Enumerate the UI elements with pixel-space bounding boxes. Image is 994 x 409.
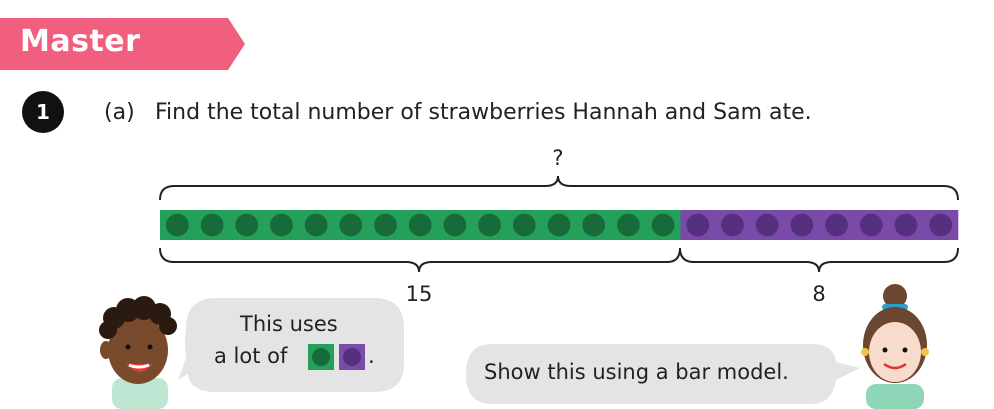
girl-character [861,284,929,409]
left-bubble-line2: a lot of [214,344,288,368]
right-speech-bubble: Show this using a bar model. [462,340,862,408]
purple-brace [679,247,959,273]
question-number: 1 [22,91,64,133]
purple-count-label: 8 [812,282,826,306]
question-text: Find the total number of strawberries Ha… [155,100,812,125]
green-cube-dot [651,213,675,237]
left-bubble-line1: This uses [240,312,338,336]
green-cube-dot [304,213,328,237]
banner-label: Master [20,24,141,59]
cube-row [160,210,959,240]
banner-shape [0,18,245,70]
green-cube-dot [512,213,536,237]
question-part: (a) [104,100,135,125]
green-cube-dot [582,213,606,237]
total-brace [159,175,959,201]
green-cube-dot [408,213,432,237]
purple-cube-dot [825,213,848,237]
purple-cube-icon [339,344,365,370]
green-cube-dot [200,213,224,237]
green-brace [159,247,681,273]
green-cube-icon [308,344,334,370]
green-cube-dot [339,213,363,237]
purple-cube-dot [721,213,744,237]
green-count-label: 15 [405,282,433,306]
total-label: ? [552,146,564,170]
purple-cube-dot [859,213,883,237]
purple-cube-dot [686,213,710,237]
left-bubble-line3: . [368,344,375,368]
master-banner: Master [0,18,245,70]
green-cube-dot [270,213,293,237]
left-speech-bubble: This uses a lot of . [178,292,410,398]
purple-cube-dot [894,213,918,237]
green-cube-dot [165,213,189,237]
purple-cube-dot [790,213,814,237]
right-bubble-text: Show this using a bar model. [484,360,789,384]
purple-cube-dot [755,213,779,237]
boy-character [99,296,177,409]
purple-cube-dot [929,213,953,237]
green-cube-dot [235,213,259,237]
green-cube-dot [478,213,502,237]
green-cube-dot [443,213,467,237]
green-cube-dot [547,213,571,237]
green-cube-dot [374,213,397,237]
green-cube-dot [616,213,640,237]
